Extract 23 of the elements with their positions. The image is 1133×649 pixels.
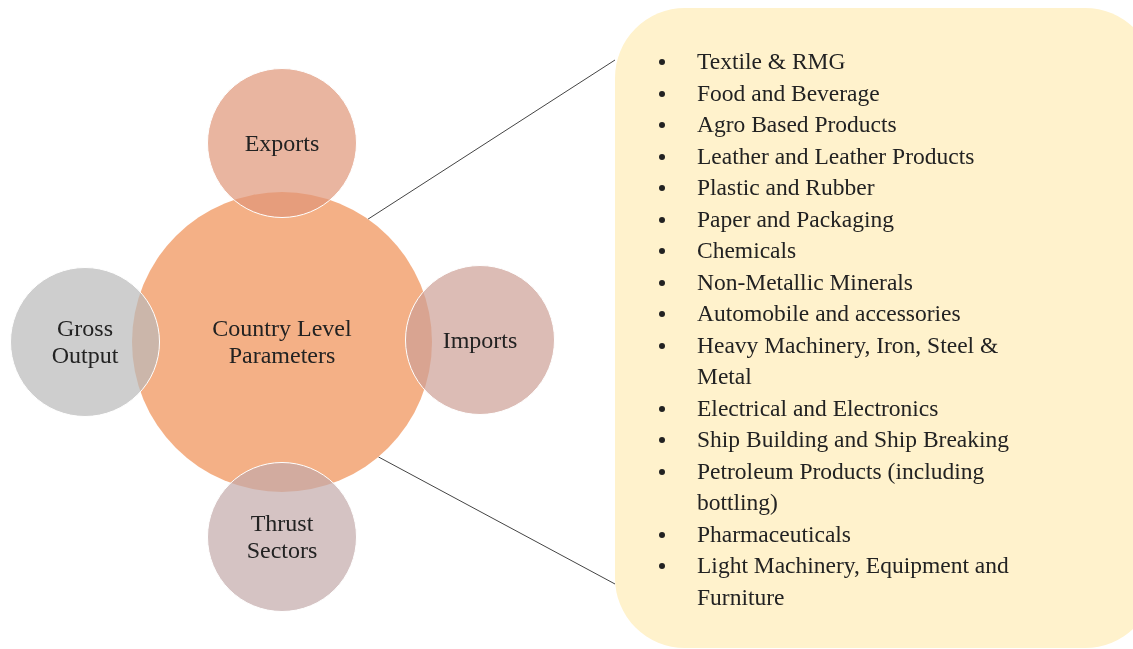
circle-label: Exports [244, 129, 320, 157]
list-item: Electrical and Electronics [697, 392, 1055, 424]
list-item: Chemicals [697, 235, 1055, 267]
list-item: Paper and Packaging [697, 203, 1055, 235]
list-item: Pharmaceuticals [697, 518, 1055, 550]
list-item: Heavy Machinery, Iron, Steel & Metal [697, 329, 1055, 393]
circle-label: Thrust Sectors [245, 510, 319, 564]
list-item: Textile & RMG [697, 46, 1055, 78]
list-item: Petroleum Products (including bottling) [697, 455, 1055, 519]
circle-label: Gross Output [50, 315, 120, 369]
list-item: Non-Metallic Minerals [697, 266, 1055, 298]
list-panel [615, 8, 1133, 648]
connector-line [367, 59, 616, 220]
list-item: Agro Based Products [697, 109, 1055, 141]
list-item: Plastic and Rubber [697, 172, 1055, 204]
circle-label: Country Level Parameters [211, 315, 353, 369]
list-item: Leather and Leather Products [697, 140, 1055, 172]
list-item: Food and Beverage [697, 77, 1055, 109]
circle-label: Imports [442, 326, 518, 354]
list-item: Light Machinery, Equipment and Furniture [697, 550, 1055, 613]
connector-line [377, 456, 616, 585]
list-item: Ship Building and Ship Breaking [697, 424, 1055, 456]
list-item: Automobile and accessories [697, 298, 1055, 330]
